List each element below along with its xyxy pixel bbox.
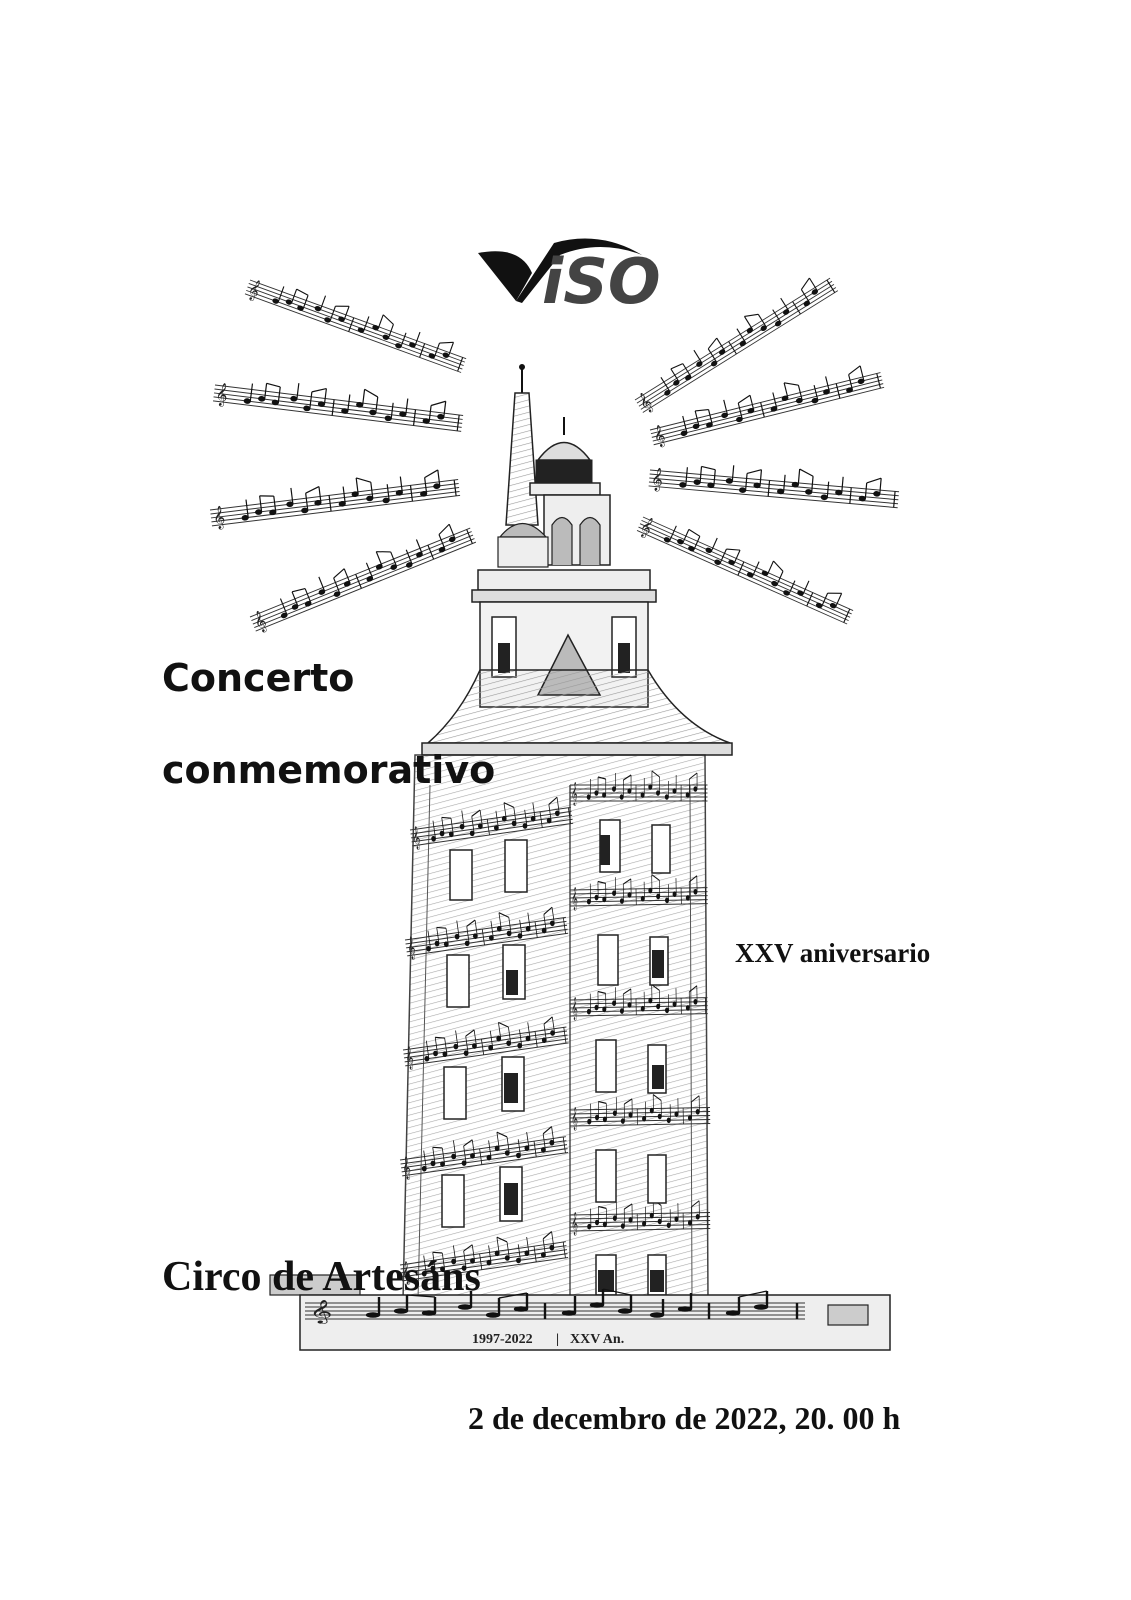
music-staff [211, 370, 466, 437]
tower-lantern [497, 417, 611, 568]
music-staff [647, 455, 901, 514]
music-staff [646, 359, 886, 451]
tower-illustration: 𝄞 [207, 238, 901, 1351]
music-staff [634, 504, 859, 629]
music-staff [244, 515, 479, 637]
anniversary-text: XXV aniversario [735, 938, 931, 968]
title-line-2: conmemorativo [162, 748, 496, 792]
tower-upper-block [421, 569, 733, 756]
years-label: 1997-2022 [472, 1332, 533, 1347]
viso-logo: iSO [478, 238, 661, 318]
date-time-text: 2 de decembro de 2022, 20. 00 h [468, 1400, 901, 1436]
tower-spire [505, 364, 539, 526]
title-line-1: Concerto [162, 656, 355, 700]
tower-body [397, 754, 711, 1301]
music-staff [243, 267, 472, 377]
venue-text: Circo de Artesáns [162, 1254, 481, 1300]
years-separator: | [556, 1332, 559, 1347]
logo-text: iSO [542, 245, 661, 318]
anniversary-abbrev-label: XXV An. [570, 1332, 624, 1347]
music-staff [207, 465, 462, 532]
tower-base: 1997-2022 | XXV An. [269, 1274, 891, 1351]
